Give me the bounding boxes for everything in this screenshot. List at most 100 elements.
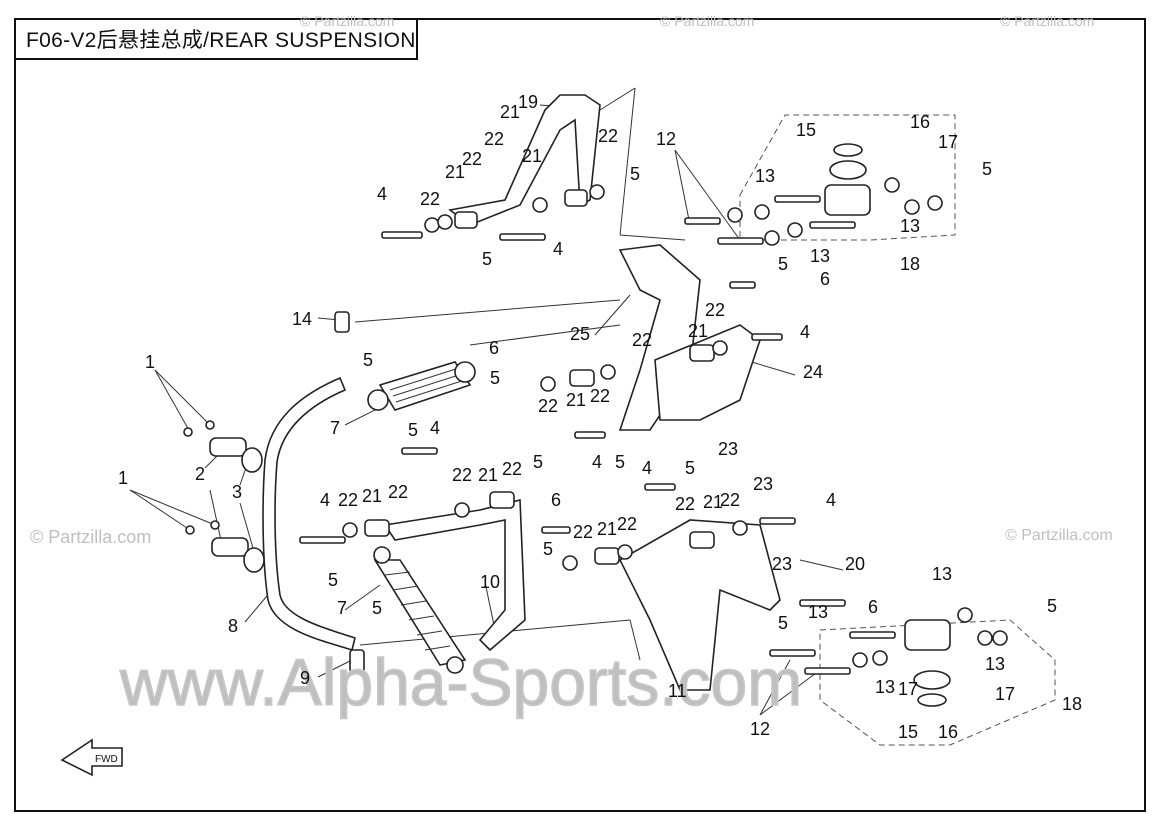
callout-label: 25 bbox=[570, 324, 590, 344]
upper-knuckle-group-outline bbox=[739, 114, 956, 241]
callout-label: 17 bbox=[938, 132, 958, 152]
callout-label: 1 bbox=[118, 468, 128, 488]
alpha-sports-watermark: www.Alpha-Sports.com bbox=[119, 645, 802, 719]
callout-label: 22 bbox=[420, 189, 440, 209]
title-box bbox=[14, 18, 418, 60]
callout-label: 5 bbox=[482, 249, 492, 269]
callout-label: 13 bbox=[985, 654, 1005, 674]
callout-label: 5 bbox=[372, 598, 382, 618]
skid-plate bbox=[654, 324, 761, 421]
callout-label: 21 bbox=[445, 162, 465, 182]
upper-shock-absorber bbox=[367, 361, 476, 411]
callout-label: 5 bbox=[363, 350, 373, 370]
callout-label: 6 bbox=[868, 597, 878, 617]
callout-label: 20 bbox=[845, 554, 865, 574]
lower-knuckle bbox=[904, 619, 951, 707]
callout-label: 15 bbox=[898, 722, 918, 742]
callout-label: 24 bbox=[803, 362, 823, 382]
callout-label: 22 bbox=[573, 522, 593, 542]
callout-label: 16 bbox=[910, 112, 930, 132]
callout-label: 5 bbox=[630, 164, 640, 184]
callout-label: 21 bbox=[500, 102, 520, 122]
callout-label: 23 bbox=[772, 554, 792, 574]
callout-label: 1 bbox=[145, 352, 155, 372]
callout-label: 5 bbox=[490, 368, 500, 388]
callout-label: 4 bbox=[377, 184, 387, 204]
callout-label: 21 bbox=[688, 321, 708, 341]
lower-knuckle-group-outline bbox=[819, 619, 1056, 746]
callout-label: 22 bbox=[617, 514, 637, 534]
callout-label: 7 bbox=[337, 598, 347, 618]
callout-label: 6 bbox=[551, 490, 561, 510]
callout-label: 7 bbox=[330, 418, 340, 438]
callout-label: 21 bbox=[597, 519, 617, 539]
partzilla-watermark: © Partzilla.com bbox=[660, 13, 754, 29]
callout-label: 5 bbox=[685, 458, 695, 478]
page-title: F06-V2后悬挂总成/REAR SUSPENSION bbox=[26, 29, 416, 52]
callout-label: 22 bbox=[462, 149, 482, 169]
callout-label: 5 bbox=[543, 539, 553, 559]
callout-label: 22 bbox=[388, 482, 408, 502]
callout-label: 5 bbox=[533, 452, 543, 472]
callout-label: 21 bbox=[522, 146, 542, 166]
drawing-frame bbox=[14, 18, 1146, 812]
callout-label: 5 bbox=[778, 613, 788, 633]
callout-label: 23 bbox=[753, 474, 773, 494]
callout-label: 13 bbox=[808, 602, 828, 622]
callout-label: 23 bbox=[718, 439, 738, 459]
rear-trailing-arm-lower bbox=[618, 519, 781, 691]
callout-label: 4 bbox=[430, 418, 440, 438]
callout-label: 12 bbox=[750, 719, 770, 739]
stabilizer-links bbox=[334, 311, 365, 673]
callout-label: 22 bbox=[538, 396, 558, 416]
forward-arrow-icon: FWD bbox=[60, 738, 123, 777]
leader-lines bbox=[129, 87, 844, 716]
callout-label: 15 bbox=[796, 120, 816, 140]
callout-label: 4 bbox=[800, 322, 810, 342]
callout-label: 22 bbox=[705, 300, 725, 320]
callout-label: 22 bbox=[632, 330, 652, 350]
callout-label: 5 bbox=[1047, 596, 1057, 616]
callout-label: 5 bbox=[778, 254, 788, 274]
fwd-label: FWD bbox=[95, 754, 118, 765]
bolts-bushings bbox=[299, 177, 1008, 675]
callout-label: 13 bbox=[932, 564, 952, 584]
callout-label: 22 bbox=[720, 490, 740, 510]
upper-a-arm bbox=[448, 94, 601, 226]
callout-label: 13 bbox=[900, 216, 920, 236]
partzilla-watermark: © Partzilla.com bbox=[300, 13, 394, 29]
callout-label: 18 bbox=[1062, 694, 1082, 714]
partzilla-watermark: © Partzilla.com bbox=[1005, 527, 1113, 544]
stabilizer-brackets bbox=[183, 420, 265, 573]
callout-label: 10 bbox=[480, 572, 500, 592]
callout-label: 5 bbox=[615, 452, 625, 472]
callout-label: 4 bbox=[553, 239, 563, 259]
callout-label: 4 bbox=[642, 458, 652, 478]
callout-label: 4 bbox=[592, 452, 602, 472]
callout-label: 13 bbox=[875, 677, 895, 697]
callout-label: 22 bbox=[338, 490, 358, 510]
callout-label: 5 bbox=[328, 570, 338, 590]
callout-label: 3 bbox=[232, 482, 242, 502]
partzilla-watermark: © Partzilla.com bbox=[1000, 13, 1094, 29]
callout-labels: 1 1 2 3 4 4 4 4 4 4 4 4 5 5 5 5 5 5 5 5 … bbox=[118, 92, 1082, 742]
callout-label: 16 bbox=[938, 722, 958, 742]
callout-label: 19 bbox=[518, 92, 538, 112]
callout-label: 9 bbox=[300, 668, 310, 688]
callout-label: 21 bbox=[362, 486, 382, 506]
callout-label: 17 bbox=[898, 679, 918, 699]
callout-label: 22 bbox=[484, 129, 504, 149]
callout-label: 8 bbox=[228, 616, 238, 636]
callout-label: 4 bbox=[320, 490, 330, 510]
callout-label: 5 bbox=[982, 159, 992, 179]
lower-shock-absorber bbox=[373, 546, 467, 674]
callout-label: 6 bbox=[489, 338, 499, 358]
partzilla-watermark: © Partzilla.com bbox=[30, 527, 151, 547]
callout-label: 13 bbox=[810, 246, 830, 266]
partzilla-watermarks: © Partzilla.com © Partzilla.com © Partzi… bbox=[30, 13, 1113, 547]
callout-label: 11 bbox=[668, 681, 687, 701]
callout-label: 4 bbox=[826, 490, 836, 510]
callout-label: 22 bbox=[502, 459, 522, 479]
callout-label: 22 bbox=[598, 126, 618, 146]
